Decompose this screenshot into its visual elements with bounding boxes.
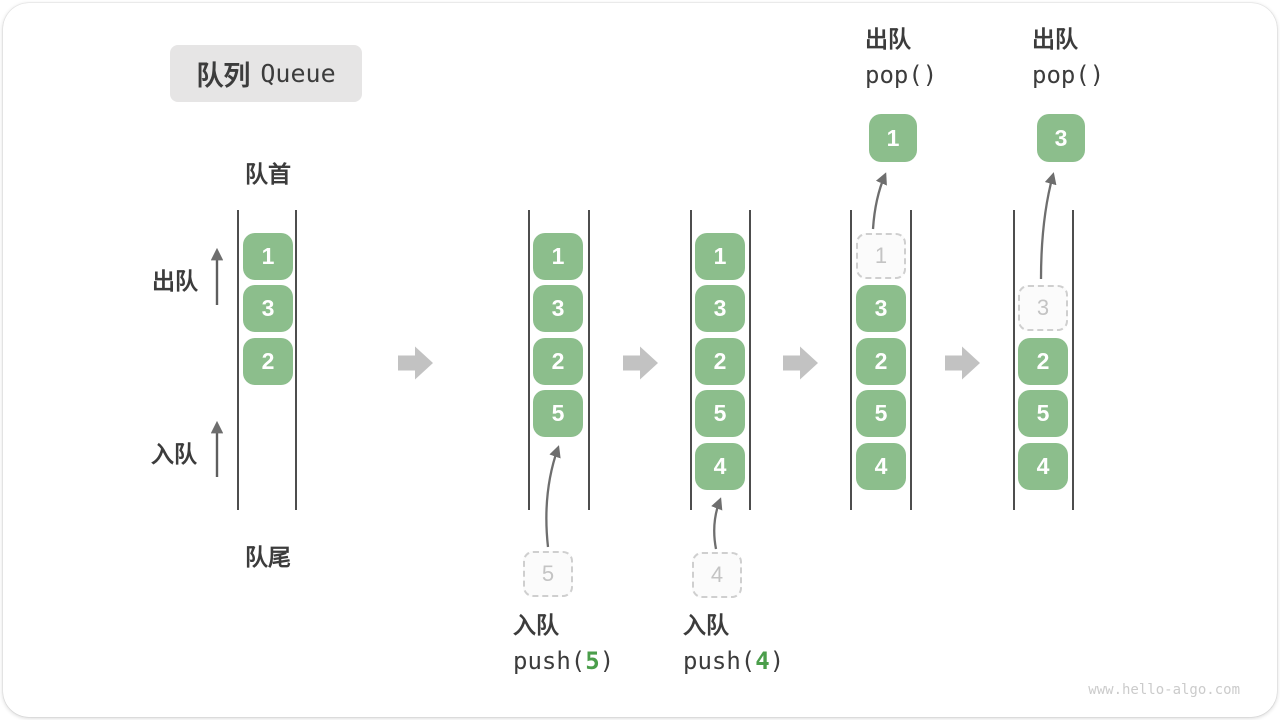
watermark: www.hello-algo.com — [1088, 682, 1240, 698]
title-zh: 队列 — [196, 61, 251, 91]
incoming-cell-ghost: 5 — [523, 551, 573, 597]
queue-cell: 4 — [1018, 443, 1068, 490]
removed-cell-ghost: 1 — [856, 233, 906, 279]
queue-cell: 4 — [856, 443, 906, 490]
queue-wall-left — [850, 210, 852, 510]
title-badge: 队列 Queue — [170, 45, 362, 102]
queue-front-label: 队首 — [245, 161, 291, 187]
queue-cell: 2 — [695, 338, 745, 385]
queue-cell: 5 — [533, 390, 583, 437]
queue-cell: 5 — [695, 390, 745, 437]
queue-wall-right — [588, 210, 590, 510]
queue-cell: 2 — [243, 338, 293, 385]
queue-cell: 3 — [243, 285, 293, 332]
pop-call: pop() — [865, 61, 938, 89]
pop-call: pop() — [1032, 61, 1105, 89]
queue-wall-left — [1013, 210, 1015, 510]
queue-cell: 3 — [695, 285, 745, 332]
queue-rear-label: 队尾 — [245, 544, 291, 570]
queue-cell: 1 — [243, 233, 293, 280]
queue-wall-left — [528, 210, 530, 510]
push-arg: 4 — [755, 647, 770, 675]
queue-cell: 2 — [856, 338, 906, 385]
enqueue-5-annotation: 入队 push(5) — [513, 612, 615, 675]
queue-cell: 1 — [695, 233, 745, 280]
dequeue-label: 出队 — [1032, 26, 1078, 52]
removed-cell-ghost: 3 — [1018, 285, 1068, 331]
dequeue-3-annotation: 出队 pop() — [1032, 26, 1105, 89]
enqueue-side-label: 入队 — [151, 441, 197, 467]
enqueue-4-annotation: 入队 push(4) — [683, 612, 785, 675]
queue-cell: 3 — [533, 285, 583, 332]
popped-cell: 3 — [1037, 114, 1085, 162]
incoming-cell-ghost: 4 — [692, 552, 742, 598]
popped-cell: 1 — [869, 114, 917, 162]
title-en: Queue — [260, 59, 336, 88]
push-4-call: push(4) — [683, 647, 785, 675]
queue-cell: 2 — [1018, 338, 1068, 385]
queue-cell: 5 — [856, 390, 906, 437]
enqueue-label: 入队 — [683, 612, 729, 638]
queue-wall-left — [690, 210, 692, 510]
queue-cell: 4 — [695, 443, 745, 490]
enqueue-label: 入队 — [513, 612, 559, 638]
dequeue-label: 出队 — [865, 26, 911, 52]
diagram-card — [3, 3, 1277, 717]
queue-wall-right — [1072, 210, 1074, 510]
queue-wall-right — [295, 210, 297, 510]
queue-wall-left — [237, 210, 239, 510]
dequeue-side-label: 出队 — [152, 268, 198, 294]
queue-cell: 2 — [533, 338, 583, 385]
dequeue-1-annotation: 出队 pop() — [865, 26, 938, 89]
queue-cell: 1 — [533, 233, 583, 280]
queue-cell: 5 — [1018, 390, 1068, 437]
push-arg: 5 — [585, 647, 600, 675]
queue-wall-right — [910, 210, 912, 510]
push-5-call: push(5) — [513, 647, 615, 675]
queue-wall-right — [749, 210, 751, 510]
queue-cell: 3 — [856, 285, 906, 332]
